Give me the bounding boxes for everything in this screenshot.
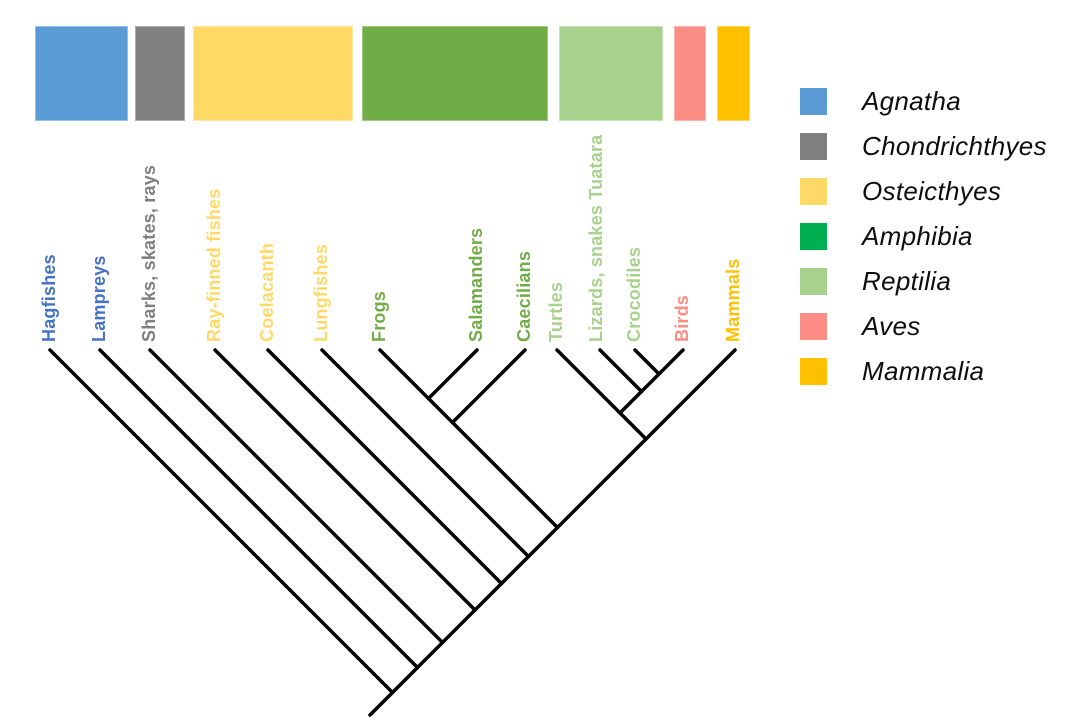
branch-sharks-skates-rays — [148, 348, 445, 645]
legend-swatch-amphibia — [800, 223, 827, 250]
legend-label-amphibia: Amphibia — [862, 221, 973, 251]
legend-item-aves: Aves — [800, 304, 1047, 349]
legend-label-reptilia: Reptilia — [862, 266, 952, 296]
legend-label-aves: Aves — [862, 311, 921, 341]
branch-lampreys — [98, 348, 420, 670]
legend: Agnatha Chondrichthyes Osteicthyes Amphi… — [800, 79, 1047, 394]
branch-turtles-reptilia-stem — [555, 348, 648, 441]
legend-item-osteicthyes: Osteicthyes — [800, 169, 1047, 214]
group-bar-chondrichthyes — [135, 26, 185, 121]
branch-crocodiles — [633, 348, 661, 376]
legend-item-amphibia: Amphibia — [800, 214, 1047, 259]
legend-swatch-mammalia — [800, 358, 827, 385]
legend-item-agnatha: Agnatha — [800, 79, 1047, 124]
legend-swatch-chondrichthyes — [800, 133, 827, 160]
group-bar-aves — [674, 26, 706, 121]
branch-coelacanth — [266, 348, 504, 586]
legend-swatch-aves — [800, 313, 827, 340]
branch-ray-finned-fishes — [213, 348, 477, 612]
legend-label-agnatha: Agnatha — [862, 86, 961, 116]
group-bar-amphibia — [362, 26, 548, 121]
legend-label-chondrichthyes: Chondrichthyes — [862, 131, 1047, 161]
group-bar-osteicthyes — [193, 26, 353, 121]
branch-lungfishes — [320, 348, 531, 559]
group-bar-reptilia — [559, 26, 663, 121]
branch-hagfishes — [48, 348, 395, 695]
group-bar-mammalia — [717, 26, 750, 121]
legend-swatch-agnatha — [800, 88, 827, 115]
legend-item-chondrichthyes: Chondrichthyes — [800, 124, 1047, 169]
group-bar-agnatha — [35, 26, 128, 121]
legend-swatch-reptilia — [800, 268, 827, 295]
branch-caecilians — [450, 348, 527, 425]
branch-frogs-amphibia-stem — [378, 348, 560, 530]
legend-item-reptilia: Reptilia — [800, 259, 1047, 304]
legend-swatch-osteicthyes — [800, 178, 827, 205]
branch-salamanders — [426, 348, 479, 401]
legend-item-mammalia: Mammalia — [800, 349, 1047, 394]
legend-label-mammalia: Mammalia — [862, 356, 985, 386]
branch-backbone-mammals — [368, 348, 737, 717]
branch-lizards-snakes — [598, 348, 644, 394]
branch-birds — [618, 348, 685, 415]
legend-label-osteicthyes: Osteicthyes — [862, 176, 1002, 206]
